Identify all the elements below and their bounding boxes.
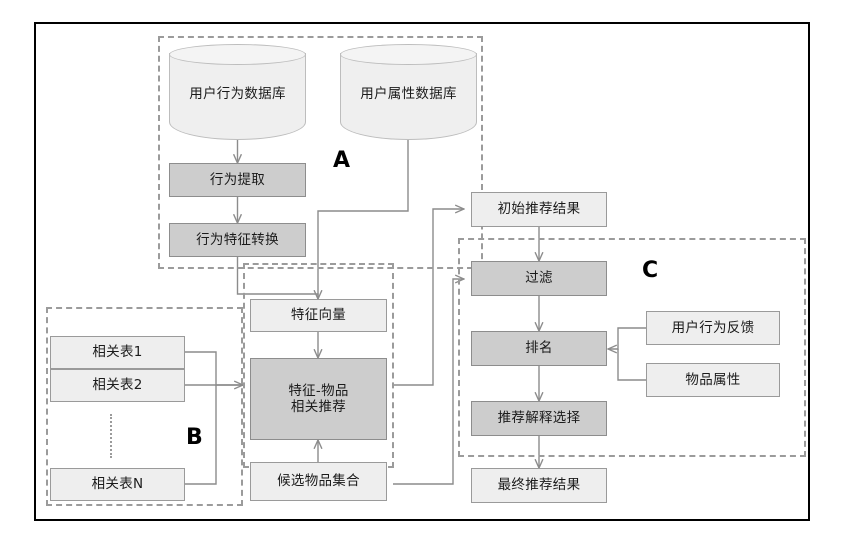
cylinder-body bbox=[340, 53, 477, 140]
edge-recommend-to-initial-result bbox=[393, 209, 464, 386]
node-filter-label: 过滤 bbox=[525, 270, 553, 287]
node-item-attribute[interactable]: 物品属性 bbox=[646, 363, 780, 397]
cylinder-body bbox=[169, 53, 306, 140]
group-a-user-modeling bbox=[158, 36, 483, 269]
group-a-tag: A bbox=[333, 148, 351, 173]
group-c-reranking bbox=[458, 238, 806, 457]
edge-item-attribute-to-ranking bbox=[617, 349, 646, 381]
node-filter[interactable]: 过滤 bbox=[471, 261, 607, 296]
outer-frame bbox=[34, 22, 810, 521]
node-behavior-extraction-label: 行为提取 bbox=[209, 171, 266, 188]
cylinder-top bbox=[169, 44, 306, 65]
edge-relation-n-to-recommend bbox=[185, 385, 217, 485]
group-b-correlation-tables bbox=[46, 307, 243, 506]
node-user-behavior-feedback[interactable]: 用户行为反馈 bbox=[646, 311, 780, 345]
cylinder-top bbox=[340, 44, 477, 65]
node-item-attribute-label: 物品属性 bbox=[685, 371, 741, 388]
node-relation-table-2[interactable]: 相关表2 bbox=[50, 369, 185, 402]
relation-table-ellipsis bbox=[110, 414, 112, 458]
group-b-recommend-outline-top bbox=[243, 263, 394, 358]
node-relation-table-1-label: 相关表1 bbox=[92, 344, 143, 361]
node-feature-vector-label: 特征向量 bbox=[290, 307, 347, 324]
node-ranking[interactable]: 排名 bbox=[471, 331, 607, 366]
node-relation-table-1[interactable]: 相关表1 bbox=[50, 336, 185, 369]
node-behavior-feature-convert[interactable]: 行为特征转换 bbox=[169, 223, 306, 257]
node-relation-table-n-label: 相关表N bbox=[91, 476, 144, 493]
node-user-behavior-feedback-label: 用户行为反馈 bbox=[671, 319, 755, 336]
group-c-tag: C bbox=[642, 258, 659, 283]
node-relation-table-n[interactable]: 相关表N bbox=[50, 468, 185, 501]
node-final-recommend-result-label: 最终推荐结果 bbox=[497, 477, 581, 494]
node-final-recommend-result[interactable]: 最终推荐结果 bbox=[471, 468, 607, 503]
db-user-attribute: 用户属性数据库 bbox=[340, 44, 477, 140]
db-user-behavior-label: 用户行为数据库 bbox=[189, 86, 286, 102]
node-initial-recommend-result[interactable]: 初始推荐结果 bbox=[471, 192, 607, 227]
node-candidate-item-set[interactable]: 候选物品集合 bbox=[250, 462, 387, 501]
node-feature-vector[interactable]: 特征向量 bbox=[250, 299, 387, 332]
node-candidate-item-set-label: 候选物品集合 bbox=[277, 473, 360, 490]
node-feature-item-recommend[interactable]: 特征-物品 相关推荐 bbox=[250, 358, 387, 440]
node-feature-item-recommend-label: 特征-物品 相关推荐 bbox=[288, 382, 349, 415]
edge-attrdb-to-feature-vector bbox=[318, 140, 409, 299]
db-user-attribute-label: 用户属性数据库 bbox=[360, 86, 457, 102]
group-b-tag: B bbox=[186, 425, 203, 450]
node-relation-table-2-label: 相关表2 bbox=[92, 377, 143, 394]
node-ranking-label: 排名 bbox=[525, 340, 553, 357]
node-behavior-extraction[interactable]: 行为提取 bbox=[169, 163, 306, 197]
node-explanation-selection[interactable]: 推荐解释选择 bbox=[471, 401, 607, 436]
node-explanation-selection-label: 推荐解释选择 bbox=[497, 410, 581, 427]
node-behavior-feature-convert-label: 行为特征转换 bbox=[196, 231, 279, 248]
edge-feedback-to-ranking bbox=[608, 327, 646, 349]
node-initial-recommend-result-label: 初始推荐结果 bbox=[497, 201, 581, 218]
db-user-behavior: 用户行为数据库 bbox=[169, 44, 306, 140]
